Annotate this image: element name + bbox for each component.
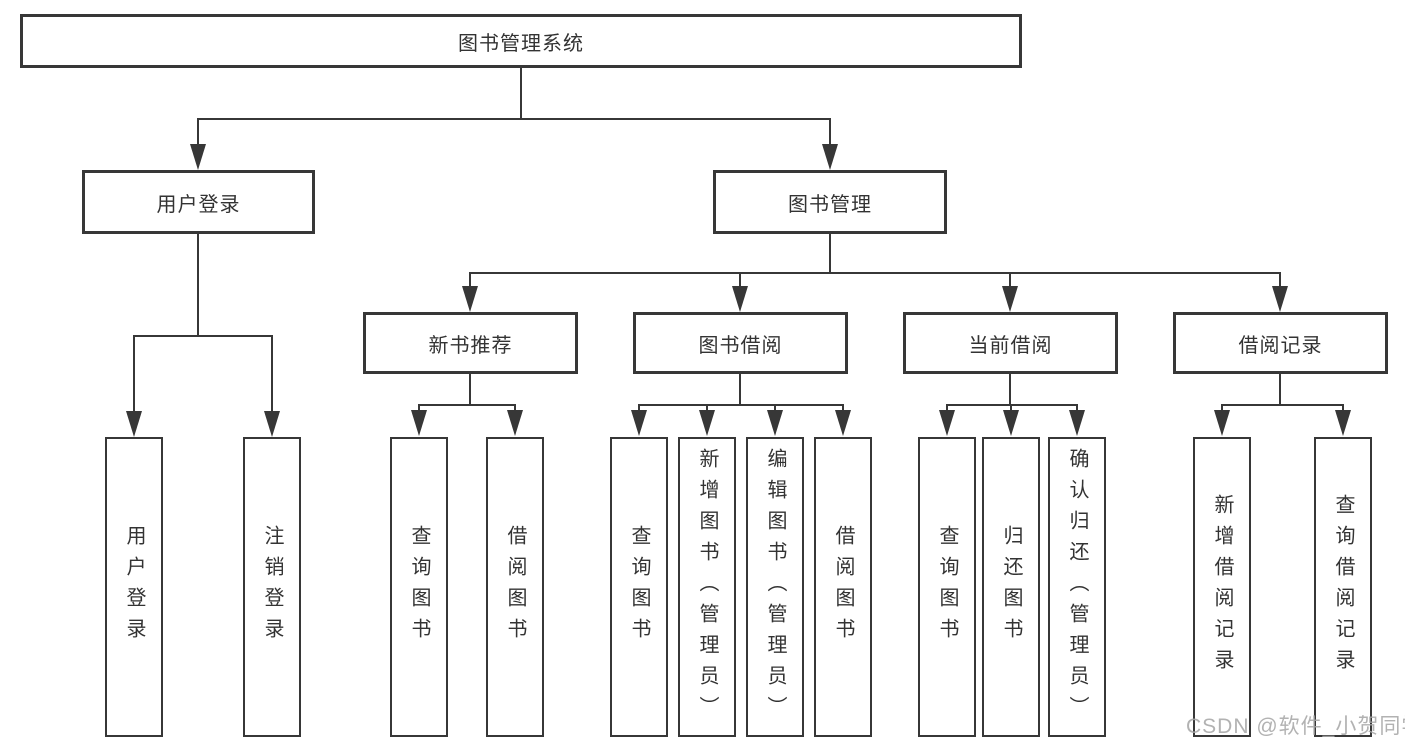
leaf-query-borrow-record: 查询借阅记录 xyxy=(1314,437,1372,737)
node-new-books-label: 新书推荐 xyxy=(428,334,513,357)
node-book-borrow: 图书借阅 xyxy=(633,312,848,374)
arrowhead-to-borrow-records xyxy=(1272,286,1288,312)
connector-borrow-records-stem xyxy=(1279,374,1281,404)
connector-borrow-records-bar xyxy=(1221,404,1343,406)
node-user-login-label: 用户登录 xyxy=(156,193,241,216)
connector-book-borrow-stem xyxy=(739,374,741,404)
connector-user-login-stem xyxy=(197,234,199,335)
leaf-confirm-return-admin: 确认归还（管理员） xyxy=(1048,437,1106,737)
arrowhead-to-user-login xyxy=(190,144,206,170)
node-borrow-records: 借阅记录 xyxy=(1173,312,1388,374)
arrowhead-current-borrow-leaf-1 xyxy=(939,410,955,436)
connector-root-bar xyxy=(197,118,831,120)
connector-root-stem xyxy=(520,68,522,118)
leaf-user-login: 用户登录 xyxy=(105,437,163,737)
node-book-management-label: 图书管理 xyxy=(788,193,872,216)
arrowhead-to-book-borrow xyxy=(732,286,748,312)
leaf-borrow-query-label: 查询图书 xyxy=(628,525,650,649)
connector-current-borrow-drop-2 xyxy=(1010,404,1012,414)
arrowhead-to-leaf-user-login xyxy=(126,411,142,437)
leaf-new-books-borrow: 借阅图书 xyxy=(486,437,544,737)
connector-book-borrow-drop-3 xyxy=(774,404,776,414)
connector-book-borrow-drop-2 xyxy=(706,404,708,414)
node-root-label: 图书管理系统 xyxy=(458,32,584,55)
leaf-logout: 注销登录 xyxy=(243,437,301,737)
leaf-return-book: 归还图书 xyxy=(982,437,1040,737)
node-book-management: 图书管理 xyxy=(713,170,947,234)
connector-new-books-drop-2 xyxy=(514,404,516,414)
connector-root-drop-right xyxy=(829,118,831,148)
node-current-borrow: 当前借阅 xyxy=(903,312,1118,374)
arrowhead-borrow-records-leaf-1 xyxy=(1214,410,1230,436)
node-new-books: 新书推荐 xyxy=(363,312,578,374)
arrowhead-book-borrow-leaf-2 xyxy=(699,410,715,436)
connector-book-borrow-drop-4 xyxy=(842,404,844,414)
arrowhead-new-books-leaf-2 xyxy=(507,410,523,436)
leaf-current-query: 查询图书 xyxy=(918,437,976,737)
arrowhead-book-borrow-leaf-1 xyxy=(631,410,647,436)
connector-user-login-bar xyxy=(133,335,273,337)
leaf-add-borrow-record-label: 新增借阅记录 xyxy=(1211,494,1233,680)
leaf-borrow-query: 查询图书 xyxy=(610,437,668,737)
connector-new-books-drop-1 xyxy=(418,404,420,414)
leaf-current-query-label: 查询图书 xyxy=(936,525,958,649)
connector-drop-borrow-records xyxy=(1279,272,1281,288)
leaf-new-books-query: 查询图书 xyxy=(390,437,448,737)
node-book-borrow-label: 图书借阅 xyxy=(698,334,783,357)
leaf-new-books-query-label: 查询图书 xyxy=(408,525,430,649)
connector-current-borrow-stem xyxy=(1009,374,1011,404)
node-current-borrow-label: 当前借阅 xyxy=(968,334,1053,357)
arrowhead-current-borrow-leaf-2 xyxy=(1003,410,1019,436)
leaf-new-books-borrow-label: 借阅图书 xyxy=(504,525,526,649)
arrowhead-book-borrow-leaf-4 xyxy=(835,410,851,436)
leaf-add-book-admin: 新增图书（管理员） xyxy=(678,437,736,737)
connector-drop-new-books xyxy=(469,272,471,288)
node-root: 图书管理系统 xyxy=(20,14,1022,68)
leaf-confirm-return-admin-label: 确认归还（管理员） xyxy=(1066,447,1088,727)
leaf-return-book-label: 归还图书 xyxy=(1000,525,1022,649)
leaf-add-borrow-record: 新增借阅记录 xyxy=(1193,437,1251,737)
leaf-borrow-book: 借阅图书 xyxy=(814,437,872,737)
arrowhead-book-borrow-leaf-3 xyxy=(767,410,783,436)
leaf-borrow-book-label: 借阅图书 xyxy=(832,525,854,649)
arrowhead-new-books-leaf-1 xyxy=(411,410,427,436)
watermark: CSDN @软件_小贺同学 xyxy=(1186,715,1405,738)
arrowhead-to-leaf-logout xyxy=(264,411,280,437)
connector-borrow-records-drop-2 xyxy=(1342,404,1344,414)
leaf-edit-book-admin-label: 编辑图书（管理员） xyxy=(764,447,786,727)
connector-user-login-drop-1 xyxy=(133,335,135,412)
connector-root-drop-left xyxy=(197,118,199,148)
connector-book-borrow-bar xyxy=(638,404,844,406)
arrowhead-to-book-management xyxy=(822,144,838,170)
connector-book-management-bar xyxy=(469,272,1281,274)
connector-drop-current-borrow xyxy=(1009,272,1011,288)
connector-drop-book-borrow xyxy=(739,272,741,288)
connector-current-borrow-drop-3 xyxy=(1076,404,1078,414)
leaf-user-login-label: 用户登录 xyxy=(123,525,145,649)
node-user-login: 用户登录 xyxy=(82,170,315,234)
leaf-add-book-admin-label: 新增图书（管理员） xyxy=(696,447,718,727)
node-borrow-records-label: 借阅记录 xyxy=(1238,334,1323,357)
arrowhead-to-new-books xyxy=(462,286,478,312)
connector-user-login-drop-2 xyxy=(271,335,273,412)
connector-borrow-records-drop-1 xyxy=(1221,404,1223,414)
arrowhead-to-current-borrow xyxy=(1002,286,1018,312)
arrowhead-borrow-records-leaf-2 xyxy=(1335,410,1351,436)
connector-book-management-stem xyxy=(829,234,831,272)
leaf-logout-label: 注销登录 xyxy=(261,525,283,649)
connector-new-books-bar xyxy=(418,404,516,406)
leaf-query-borrow-record-label: 查询借阅记录 xyxy=(1332,494,1354,680)
arrowhead-current-borrow-leaf-3 xyxy=(1069,410,1085,436)
connector-current-borrow-drop-1 xyxy=(946,404,948,414)
connector-book-borrow-drop-1 xyxy=(638,404,640,414)
leaf-edit-book-admin: 编辑图书（管理员） xyxy=(746,437,804,737)
connector-new-books-stem xyxy=(469,374,471,404)
